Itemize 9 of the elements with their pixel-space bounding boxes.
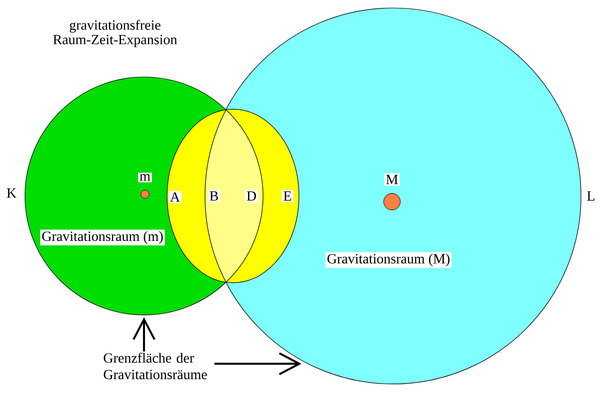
point-label: L <box>587 191 594 201</box>
mass-label: m <box>138 172 152 182</box>
point-label: K <box>6 188 16 198</box>
lens-region <box>204 109 264 283</box>
arrow <box>132 317 156 352</box>
annotation-text: Grenzfläche der Gravitationsräume <box>104 352 207 380</box>
region-label: gravitationsfreie Raum-Zeit-Expansion <box>53 20 178 48</box>
arrow <box>214 352 302 376</box>
point-label: E <box>282 190 294 202</box>
